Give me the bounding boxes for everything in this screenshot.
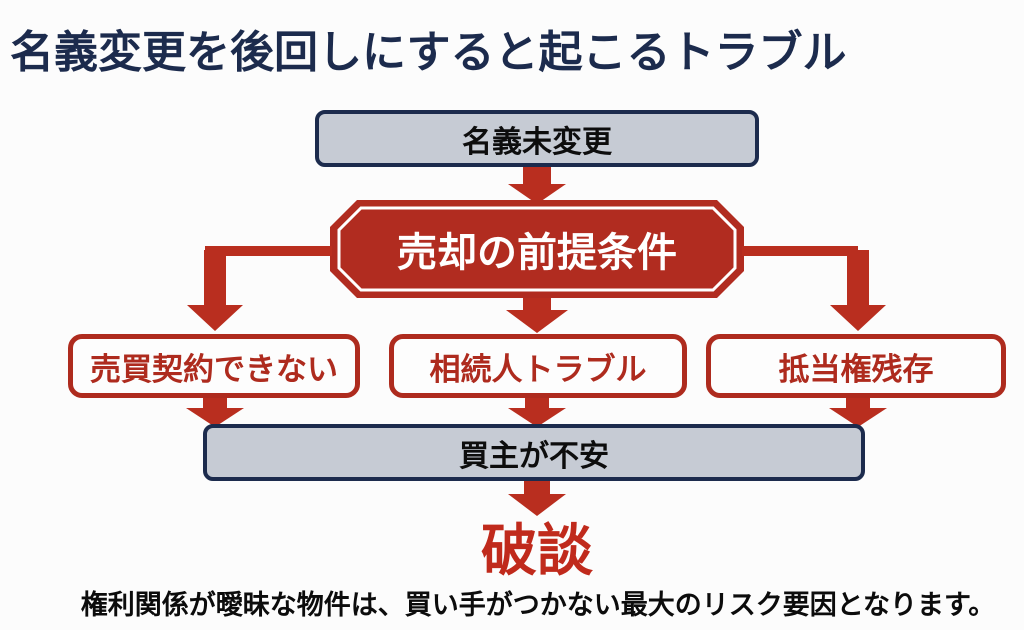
flow-condition-label: 売却の前提条件 [397,230,677,276]
footer-caption: 権利関係が曖昧な物件は、買い手がつかない最大のリスク要因となります。 [80,590,996,621]
flow-problem-box-heirs: 相続人トラブル [389,334,687,398]
flow-problem-box-contract: 売買契約できない [68,334,360,398]
flow-outcome-text: 破談 [481,519,593,584]
arrow-down-icon [508,397,566,427]
elbow-arrow-left-icon [187,246,332,331]
flow-result-box: 買主が不安 [203,424,865,481]
flow-start-box: 名義未変更 [315,110,759,167]
flow-result-label: 買主が不安 [459,438,609,474]
flow-start-label: 名義未変更 [462,124,612,160]
arrow-down-icon [186,397,244,427]
arrow-down-icon [506,298,568,333]
flow-problem-box-mortgage: 抵当権残存 [706,334,1006,398]
flow-problem-label: 相続人トラブル [429,351,647,388]
arrow-down-icon [508,166,566,204]
flow-problem-label: 抵当権残存 [778,351,934,388]
condition-octagon-shape [330,200,744,298]
arrow-down-icon [829,397,887,427]
flow-problem-label: 売買契約できない [90,351,338,388]
arrow-down-icon [508,479,566,516]
page-title: 名義変更を後回しにすると起こるトラブル [10,27,847,78]
elbow-arrow-right-icon [742,246,886,331]
